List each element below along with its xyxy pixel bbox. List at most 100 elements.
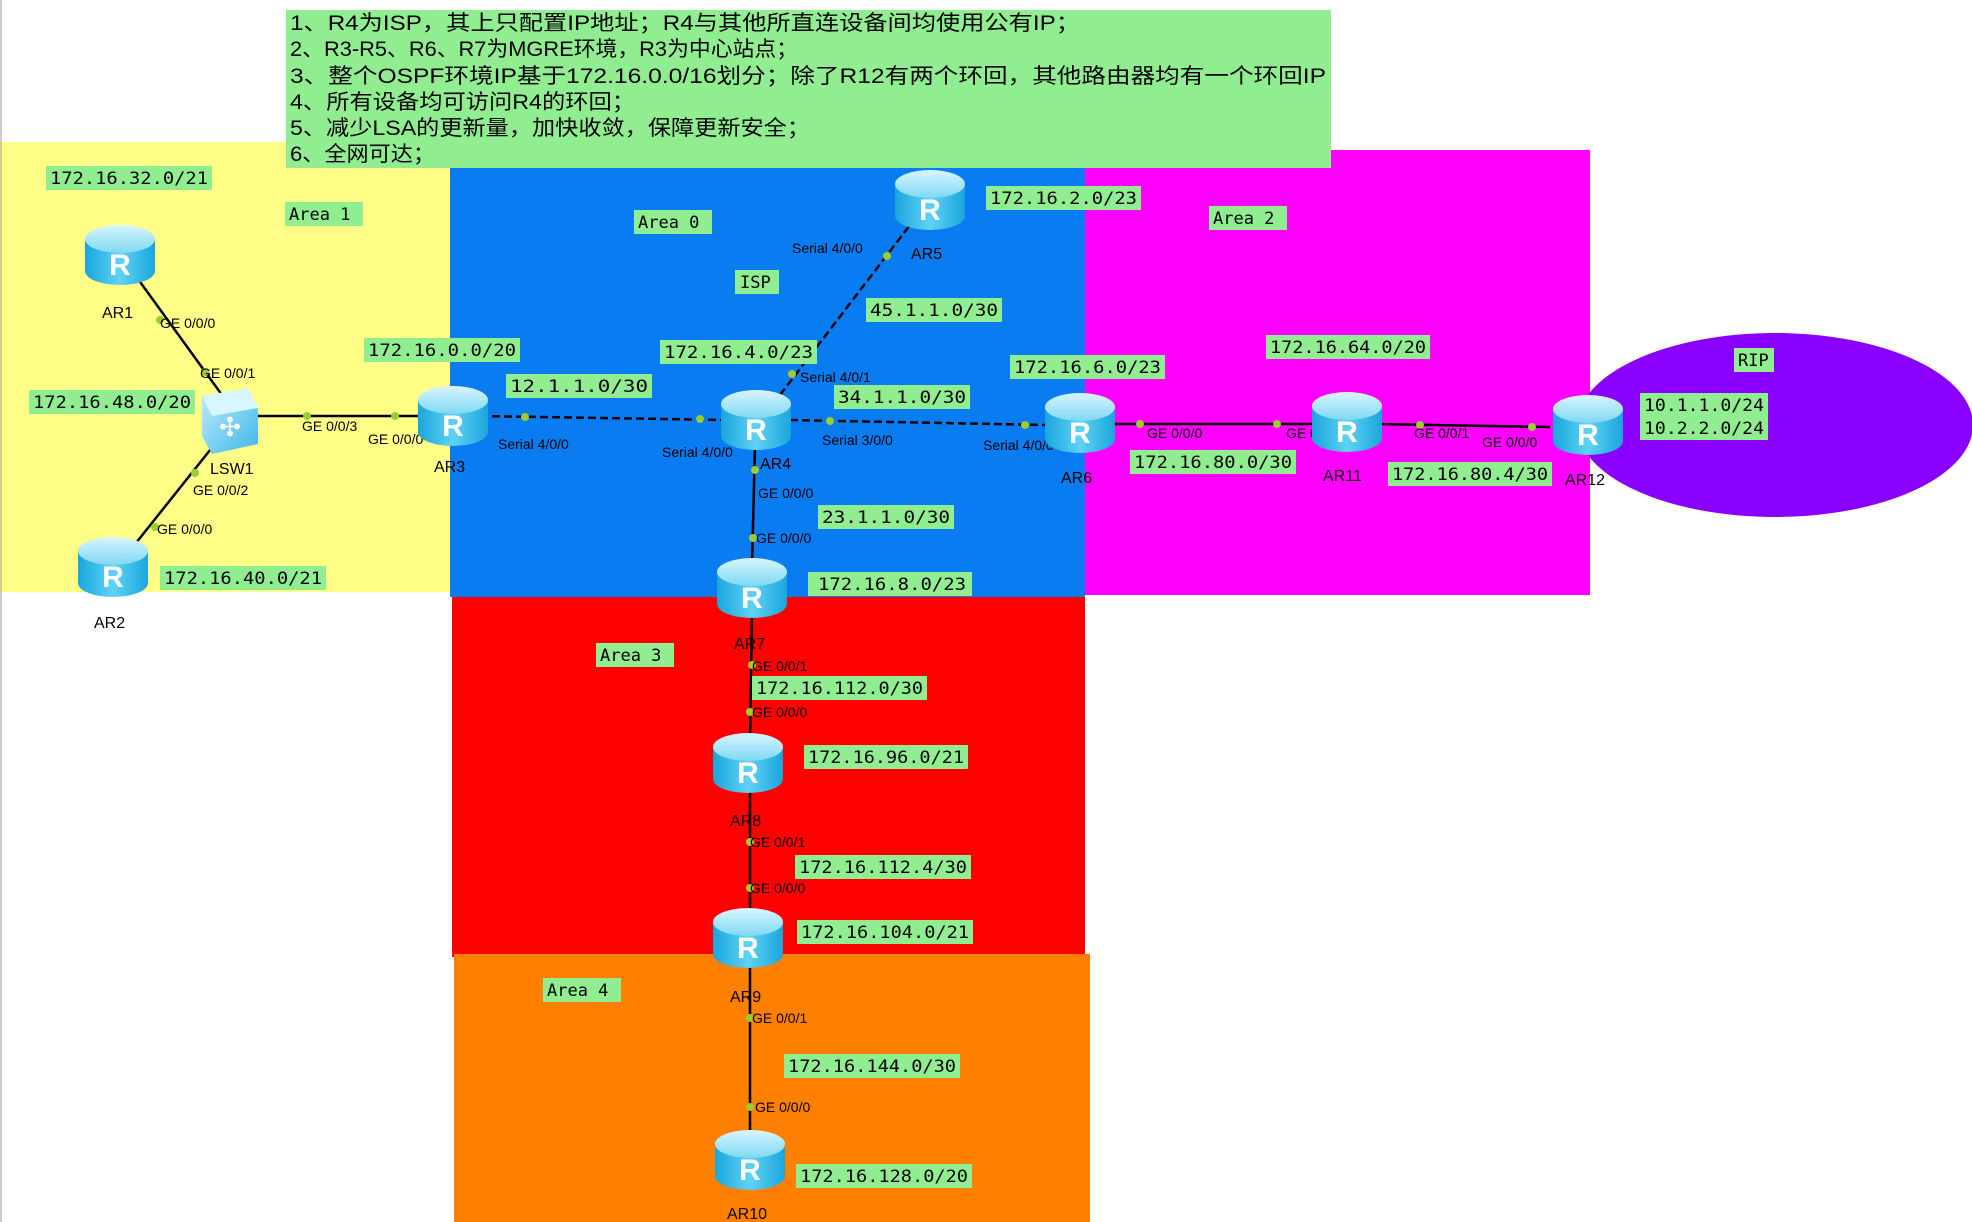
label-ar8: AR8 xyxy=(730,813,761,830)
label-ar5: AR5 xyxy=(911,246,942,263)
port-label: GE 0/0/1 xyxy=(200,365,255,381)
router-ar7[interactable]: R xyxy=(717,558,787,618)
net-label-172-16-48-0: 172.16.48.0/20 xyxy=(33,393,191,413)
router-glyph: R xyxy=(745,414,767,447)
net-label-172-16-4-0: 172.16.4.0/23 xyxy=(664,343,813,363)
note-line-5: 5、减少LSA的更新量，加快收敛，保障更新安全； xyxy=(290,117,810,140)
port-dot xyxy=(1021,421,1029,429)
area0-region xyxy=(450,142,1085,597)
router-ar12[interactable]: R xyxy=(1553,395,1623,455)
link-ar11-ar12 xyxy=(1374,422,1551,429)
router-ar5[interactable]: R xyxy=(895,170,965,230)
link-ar7-ar8 xyxy=(748,611,754,741)
router-glyph: R xyxy=(741,582,763,615)
area-labels: Area 1 Area 0 Area 2 Area 3 Area 4 RIP I… xyxy=(285,202,1774,1002)
loopback-10-1-1-0: 10.1.1.0/24 xyxy=(1644,396,1764,416)
router-ar8[interactable]: R xyxy=(713,733,783,793)
router-glyph: R xyxy=(442,410,464,443)
network-labels: 172.16.32.0/21 172.16.48.0/20 172.16.40.… xyxy=(29,166,1768,1188)
router-ar9[interactable]: R xyxy=(713,908,783,968)
net-label-172-16-2-0: 172.16.2.0/23 xyxy=(990,189,1137,209)
router-ar6[interactable]: R xyxy=(1045,393,1115,453)
net-label-172-16-6-0: 172.16.6.0/23 xyxy=(1014,358,1161,378)
port-label: GE 0/0/0 xyxy=(756,530,811,546)
port-dot xyxy=(788,370,796,378)
router-ar3[interactable]: R xyxy=(418,386,488,446)
rip-label: RIP xyxy=(1738,351,1769,371)
port-label: GE 0/0/1 xyxy=(752,1010,807,1026)
port-labels: GE 0/0/0 GE 0/0/1 GE 0/0/2 GE 0/0/0 GE 0… xyxy=(157,240,1537,1115)
port-dot xyxy=(746,838,754,846)
net-label-172-16-64-0: 172.16.64.0/20 xyxy=(1270,338,1426,358)
router-ar2[interactable]: R xyxy=(78,537,148,597)
port-label: GE 0/0/0 xyxy=(755,1099,810,1115)
net-label-172-16-104-0: 172.16.104.0/21 xyxy=(801,923,969,943)
port-label: GE 0/0/0 xyxy=(752,704,807,720)
net-label-172-16-8-0: 172.16.8.0/23 xyxy=(818,575,966,595)
label-ar12: AR12 xyxy=(1565,472,1605,489)
port-dot xyxy=(303,412,311,420)
net-label-172-16-0-0: 172.16.0.0/20 xyxy=(368,341,516,361)
port-label: GE 0/0/1 xyxy=(1414,425,1469,441)
link-ar2-lsw1 xyxy=(131,434,223,549)
router-glyph: R xyxy=(739,1154,761,1187)
label-ar2: AR2 xyxy=(94,615,125,632)
port-dot xyxy=(749,534,757,542)
port-label: Serial 4/0/0 xyxy=(983,437,1054,453)
port-label: Serial 4/0/1 xyxy=(800,369,871,385)
port-label: GE 0/0/1 xyxy=(752,658,807,674)
net-label-172-16-128-0: 172.16.128.0/20 xyxy=(800,1167,968,1187)
isp-label: ISP xyxy=(740,273,771,293)
port-label: GE 0/0/2 xyxy=(193,482,248,498)
port-label: Serial 4/0/0 xyxy=(498,436,569,452)
port-dot xyxy=(1416,421,1424,429)
port-dot xyxy=(156,316,164,324)
switch-icon: ✣ xyxy=(219,412,241,442)
port-label: GE 0/0/0 xyxy=(758,485,813,501)
port-dot xyxy=(391,412,399,420)
router-glyph: R xyxy=(737,932,759,965)
label-ar11: AR11 xyxy=(1323,468,1362,485)
link-ar3-ar4-serial xyxy=(479,414,726,422)
router-ar11[interactable]: R xyxy=(1312,392,1382,452)
port-label: GE 0/0/0 xyxy=(368,431,423,447)
port-label: GE 0/0/0 xyxy=(157,521,212,537)
net-label-172-16-112-4: 172.16.112.4/30 xyxy=(799,858,967,878)
area1-label: Area 1 xyxy=(289,205,350,225)
rip-region xyxy=(1577,333,1972,517)
switch-lsw1[interactable]: ✣ xyxy=(202,388,258,454)
label-ar10: AR10 xyxy=(727,1206,767,1222)
net-label-23-1-1-0: 23.1.1.0/30 xyxy=(822,508,950,528)
port-dot xyxy=(1136,420,1144,428)
port-label: GE 0/0/0 xyxy=(750,880,805,896)
area2-region xyxy=(1085,150,1590,595)
port-dot xyxy=(826,417,834,425)
router-ar4[interactable]: R xyxy=(721,390,791,450)
link-ar4-ar7 xyxy=(750,444,757,566)
router-glyph: R xyxy=(919,194,941,227)
area2-label: Area 2 xyxy=(1213,209,1274,229)
port-dot xyxy=(1528,423,1536,431)
net-label-172-16-96-0: 172.16.96.0/21 xyxy=(808,748,964,768)
router-glyph: R xyxy=(1577,419,1599,452)
area0-label: Area 0 xyxy=(638,213,699,233)
port-label: GE 0/0/3 xyxy=(302,418,357,434)
router-glyph: R xyxy=(109,249,131,282)
note-line-1: 1、R4为ISP，其上只配置IP地址；R4与其他所直连设备间均使用公有IP； xyxy=(290,12,1080,35)
port-dot xyxy=(1273,420,1281,428)
port-dot xyxy=(746,1103,754,1111)
port-dot xyxy=(521,413,529,421)
area1-region xyxy=(0,142,450,592)
label-ar1: AR1 xyxy=(102,305,133,322)
note-line-6: 6、全网可达； xyxy=(290,143,435,166)
router-ar10[interactable]: R xyxy=(715,1130,785,1190)
port-label: GE 0/0/0 xyxy=(160,315,215,331)
port-dot xyxy=(748,661,756,669)
port-label: Serial 4/0/0 xyxy=(792,240,863,256)
label-ar3: AR3 xyxy=(434,459,465,476)
net-label-172-16-112-0: 172.16.112.0/30 xyxy=(756,679,923,699)
net-label-45-1-1-0: 45.1.1.0/30 xyxy=(870,301,998,321)
port-dot xyxy=(751,466,759,474)
router-ar1[interactable]: R xyxy=(85,225,155,285)
